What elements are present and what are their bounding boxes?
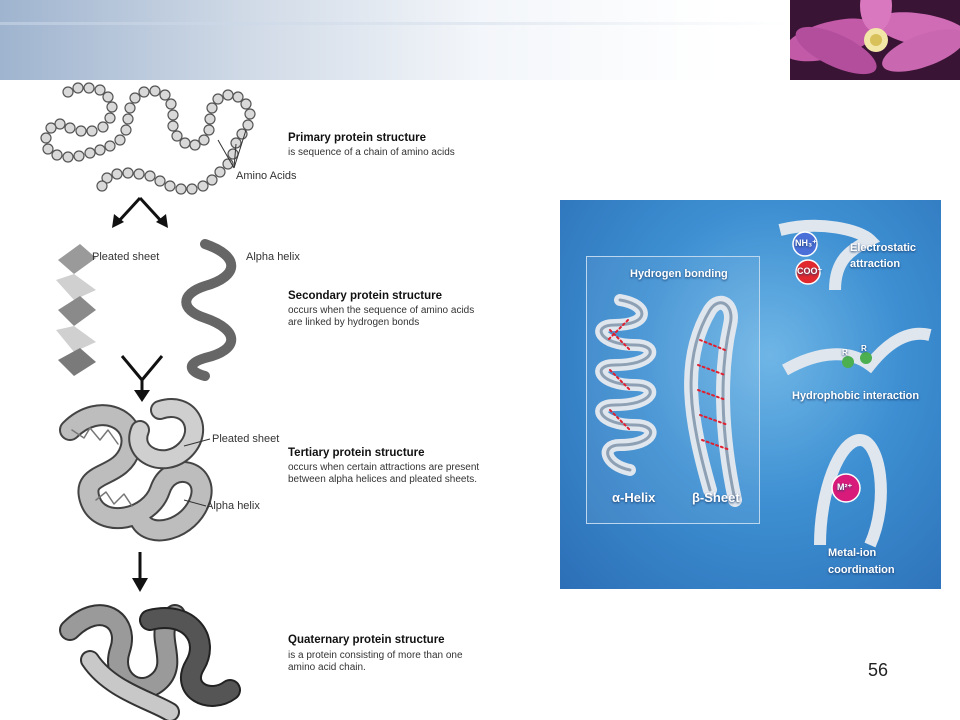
tertiary-fold-graphic [59, 398, 213, 542]
metal-ion-ribbon [814, 433, 887, 548]
tertiary-pleated-sheet-label: Pleated sheet [212, 433, 280, 445]
tertiary-title: Tertiary protein structure [288, 447, 425, 459]
tertiary-alpha-helix-label: Alpha helix [206, 500, 260, 512]
r-bubble-1 [842, 356, 854, 368]
beta-sheet-panel-label: β-Sheet [692, 490, 740, 505]
quaternary-title: Quaternary protein structure [288, 634, 445, 646]
alpha-helix-ribbon [595, 294, 657, 476]
amino-acid-pointers [217, 129, 247, 169]
amino-acids-label: Amino Acids [236, 170, 297, 182]
m2-label: M²⁺ [837, 482, 853, 492]
metal-ion-bubble [831, 473, 861, 503]
secondary-pleated-sheet-label: Pleated sheet [92, 251, 160, 263]
nh3-label: NH₃⁺ [795, 238, 817, 248]
coo-bubble [795, 259, 821, 285]
primary-title: Primary protein structure [288, 132, 427, 144]
header-stripe [0, 22, 790, 25]
protein-interactions-panel: Hydrogen bonding [560, 200, 941, 589]
arrow-head-left [112, 214, 124, 228]
protein-structure-diagram [40, 82, 256, 720]
panel-graphics [595, 219, 932, 548]
secondary-title: Secondary protein structure [288, 290, 443, 302]
page-number: 56 [868, 660, 889, 680]
quaternary-fold-graphic [59, 604, 241, 720]
tertiary-pointers [183, 438, 211, 507]
quaternary-desc-line-1: is a protein consisting of more than one [288, 650, 463, 661]
tertiary-desc-line-1: occurs when certain attractions are pres… [288, 462, 480, 473]
alpha-helix-panel-label: α-Helix [612, 490, 656, 505]
amino-acid-chain [40, 82, 256, 195]
r-label-1: R [842, 348, 848, 357]
r-bubble-2 [860, 352, 872, 364]
arrow-head-right [156, 214, 168, 228]
electrostatic-label-line-2: attraction [850, 258, 901, 270]
metal-ion-label-line-1: Metal-ion [828, 547, 877, 559]
secondary-desc-line-1: occurs when the sequence of amino acids [288, 305, 475, 316]
beta-sheet-ribbon [684, 295, 742, 507]
hydrophobic-ribbon [782, 327, 932, 376]
flower-photo [790, 0, 960, 80]
pleated-sheet-graphic [56, 244, 96, 376]
tertiary-desc-line-2: between alpha helices and pleated sheets… [288, 474, 478, 485]
electrostatic-ribbon [778, 219, 881, 291]
alpha-helix-graphic [181, 239, 237, 381]
split-arrows [116, 196, 164, 224]
merge-arrow-head [134, 390, 150, 402]
electrostatic-label-line-1: Electrostatic [850, 242, 917, 254]
primary-desc-line-1: is sequence of a chain of amino acids [288, 147, 455, 158]
coo-label: COO⁻ [797, 266, 823, 276]
secondary-alpha-helix-label: Alpha helix [246, 251, 300, 263]
nh3-bubble [792, 231, 818, 257]
merge-arrow [120, 355, 164, 392]
hydrophobic-label: Hydrophobic interaction [792, 390, 920, 402]
quaternary-desc-line-2: amino acid chain. [288, 662, 366, 673]
secondary-desc-line-2: are linked by hydrogen bonds [288, 317, 420, 328]
down-arrow-head [132, 578, 148, 592]
hydrogen-bonding-label: Hydrogen bonding [630, 268, 728, 280]
r-label-2: R [861, 344, 867, 353]
metal-ion-label-line-2: coordination [828, 564, 895, 576]
